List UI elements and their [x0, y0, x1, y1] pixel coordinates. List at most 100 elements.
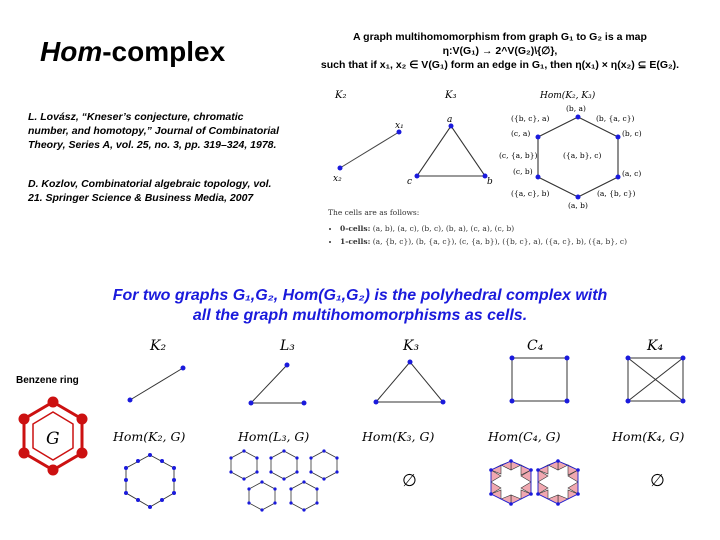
c4-vertex [509, 398, 515, 404]
hom-k2-vertices [124, 453, 176, 509]
b-label: b [487, 177, 493, 187]
l3-vertex [248, 400, 254, 406]
benzene-vertex [18, 447, 30, 459]
main-statement: For two graphs G₁,G₂, Hom(G₁,G₂) is the … [40, 286, 680, 326]
c4-square [511, 357, 568, 402]
k2-edge [129, 367, 184, 401]
hom-k2-hexagon [125, 454, 175, 508]
cells-1-label: 1-cells: [340, 237, 371, 246]
hom-k2-vertex [172, 466, 176, 470]
hom-k2-vertex [124, 491, 128, 495]
hom-k2-vertex [148, 453, 152, 457]
hom-k2-vertex [172, 478, 176, 482]
statement-line2: all the graph multihomomorphisms as cell… [192, 307, 528, 324]
k2-vertex [180, 365, 186, 371]
graph-label-l3: L₃ [279, 338, 295, 354]
cells-0-label: 0-cells: [340, 224, 371, 233]
benzene-label: Benzene ring [16, 375, 79, 386]
definition: A graph multihomomorphism from graph G₁ … [290, 30, 710, 72]
statement-line1: For two graphs G₁,G₂, Hom(G₁,G₂) is the … [112, 287, 608, 304]
reference-kozlov: D. Kozlov, Combinatorial algebraic topol… [28, 178, 272, 204]
k4-vertices [625, 355, 686, 404]
k3-label: K₃ [444, 90, 456, 101]
cells-list: The cells are as follows: 0-cells: (a, b… [328, 206, 698, 248]
hom-k2-hexagon-outline [126, 455, 174, 507]
c4-vertices [509, 355, 570, 404]
benzene-vertex [76, 413, 88, 425]
hex-label-top: (b, a) [566, 104, 586, 113]
k2-vertex [127, 397, 133, 403]
c4-vertex [564, 355, 570, 361]
benzene-vertex [47, 396, 59, 408]
hom-vertex [535, 174, 541, 180]
cells-0-values: (a, b), (a, c), (b, c), (b, a), (c, a), … [372, 224, 515, 233]
hex-label-bottom-right: (a, {b, c}) [597, 189, 635, 198]
hex-label-right-up: (b, c) [622, 129, 642, 138]
c-label: c [407, 177, 412, 187]
hom-cell-labels: (b, a) (b, {a, c}) (b, c) (a, c) (a, {b,… [499, 104, 642, 210]
k2-label: K₂ [334, 90, 346, 101]
hom-k2-vertex [160, 459, 164, 463]
k4-diagonal [627, 357, 684, 402]
l3-vertex [301, 400, 307, 406]
c4-vertex [509, 355, 515, 361]
hom-k2-vertex [172, 491, 176, 495]
hom-labels: Hom(K₂, G) Hom(L₃, G) Hom(K₃, G) Hom(C₄,… [112, 429, 684, 444]
hex-label-right-low: (a, c) [622, 169, 641, 178]
definition-line1: A graph multihomomorphism from graph G₁ … [353, 31, 647, 43]
k3-vertex [482, 173, 488, 179]
cells-title: The cells are as follows: [328, 208, 420, 217]
a-label: a [447, 115, 452, 125]
hom-l3-hexagon [270, 450, 298, 480]
reference-lovasz: L. Lovász, “Kneser’s conjecture, chromat… [28, 111, 280, 151]
hom-label-k2: Hom(K₂, G) [112, 429, 185, 444]
k3-vertex [414, 173, 420, 179]
k4-vertex [625, 398, 631, 404]
hex-label-bottom-left: ({a, c}, b) [511, 189, 549, 198]
hex-label-top-right: (b, {a, c}) [596, 114, 634, 123]
definition-line2: η:V(G₁) → 2^V(G₂)\{∅}, [442, 45, 558, 57]
k3-triangle [415, 125, 487, 177]
graph-label-k4: K₄ [646, 338, 663, 354]
hom-l3-vertices [229, 449, 339, 512]
graph-label-k2: K₂ [149, 338, 166, 354]
example-figure: K₂ K₃ Hom(K₂, K₃) x₁ x₂ a c b (b, a) (b,… [333, 90, 642, 210]
hom-k2-vertex [136, 459, 140, 463]
hom-label-k3: Hom(K₃, G) [361, 429, 434, 444]
hom-label-k4: Hom(K₄, G) [611, 429, 684, 444]
hom-c4-complex [489, 459, 580, 506]
hom-vertex [575, 114, 581, 120]
hom-vertex [615, 134, 621, 140]
benzene-vertex [18, 413, 30, 425]
hom-k2-vertex [160, 498, 164, 502]
hom-vertex [535, 134, 541, 140]
hom-label-c4: Hom(C₄, G) [487, 429, 561, 444]
hom-l3-hexagon [230, 450, 258, 480]
benzene-vertex [47, 464, 59, 476]
k3-vertex [407, 359, 413, 365]
graph-labels: K₂ L₃ K₃ C₄ K₄ [149, 338, 663, 354]
graphs-row-figure: Benzene ring G K₂ L₃ K₃ C₄ K₄ [16, 338, 686, 512]
k2-vertex [396, 129, 402, 135]
slide-title: Hom-complex [40, 36, 225, 68]
k3-vertex [373, 399, 379, 405]
l3-vertex [284, 362, 290, 368]
g-label: G [46, 429, 60, 449]
k4-vertex [625, 355, 631, 361]
benzene-vertex [76, 447, 88, 459]
title-hom: Hom [40, 36, 103, 67]
graph-label-k3: K₃ [402, 338, 419, 354]
hom-vertex [575, 194, 581, 200]
hom-k2-vertex [148, 505, 152, 509]
graph-label-c4: C₄ [527, 338, 544, 354]
hom-k2-vertex [136, 498, 140, 502]
hom-vertex [615, 174, 621, 180]
hom-k2-vertex [124, 478, 128, 482]
hom-label-l3: Hom(L₃, G) [237, 429, 309, 444]
cells-1: 1-cells: (a, {b, c}), (b, {a, c}), (c, {… [340, 235, 698, 248]
hex-label-bottom: (a, b) [568, 201, 588, 210]
hex-label-left-low: (c, b) [513, 167, 533, 176]
hom-l3-hexagon [248, 481, 276, 511]
hom-c4-triangles [490, 460, 579, 505]
k3-triangle [374, 361, 445, 403]
